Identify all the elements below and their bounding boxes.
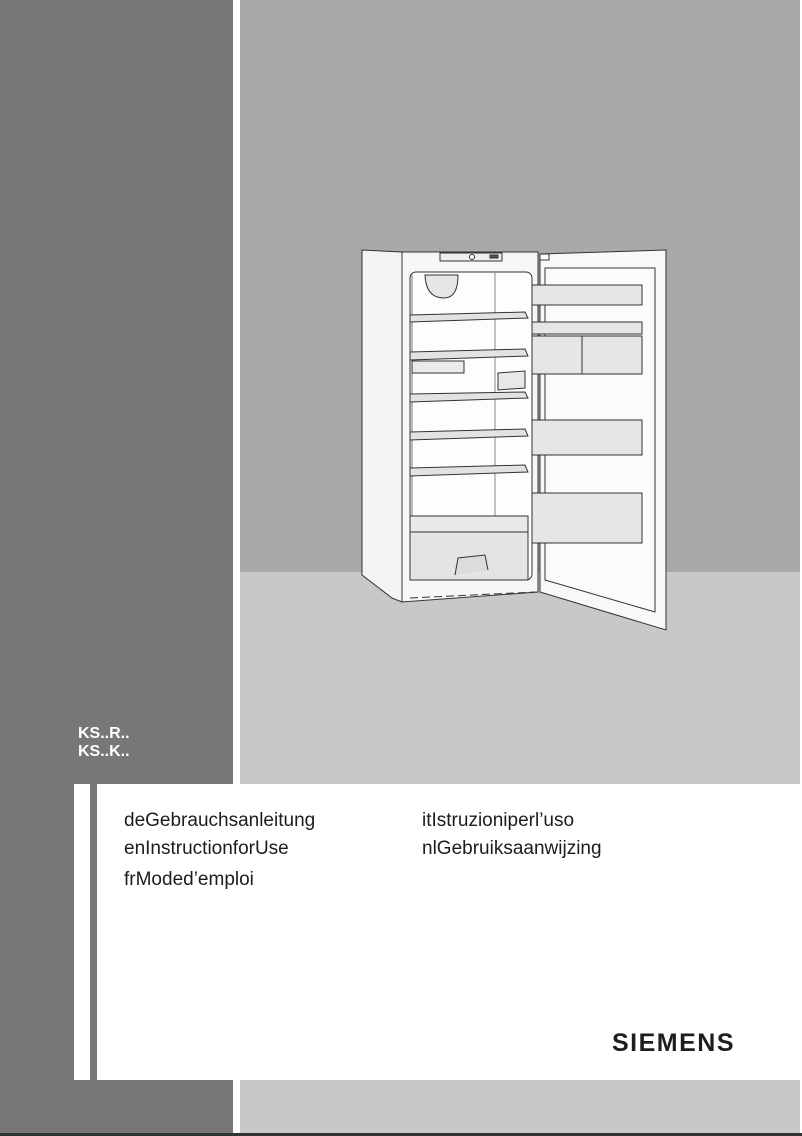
panel-divider xyxy=(233,0,240,1133)
refrigerator-illustration xyxy=(361,249,667,631)
bottom-gray-strip xyxy=(240,1080,800,1133)
page-bottom-border xyxy=(0,1133,802,1136)
language-title: Gebrauchsanleitung xyxy=(145,810,316,831)
language-title-it: itIstruzioniperl’uso xyxy=(422,810,574,832)
language-title-en: enInstructionforUse xyxy=(124,838,289,860)
language-code: en xyxy=(124,838,146,859)
language-title: Istruzioniperl’uso xyxy=(431,810,575,831)
language-code: de xyxy=(124,810,146,831)
language-title-fr: frModed’emploi xyxy=(124,869,254,891)
siemens-logo: SIEMENS xyxy=(612,1029,736,1057)
language-title-nl: nlGebruiksaanwijzing xyxy=(422,838,602,860)
language-code: nl xyxy=(422,838,437,859)
right-edge xyxy=(800,0,802,1133)
illustration-background-floor xyxy=(240,572,800,784)
language-title: Moded’emploi xyxy=(135,869,254,890)
model-number: KS..R.. xyxy=(78,725,130,742)
language-code: fr xyxy=(124,869,136,890)
language-title-de: deGebrauchsanleitung xyxy=(124,810,315,832)
title-box-stripe xyxy=(90,784,97,1080)
language-title: Gebruiksaanwijzing xyxy=(436,838,602,859)
language-code: it xyxy=(422,810,432,831)
model-number: KS..K.. xyxy=(78,743,130,760)
language-title: InstructionforUse xyxy=(145,838,289,859)
title-box xyxy=(74,784,800,1080)
model-numbers: KS..R.. KS..K.. xyxy=(78,725,130,761)
